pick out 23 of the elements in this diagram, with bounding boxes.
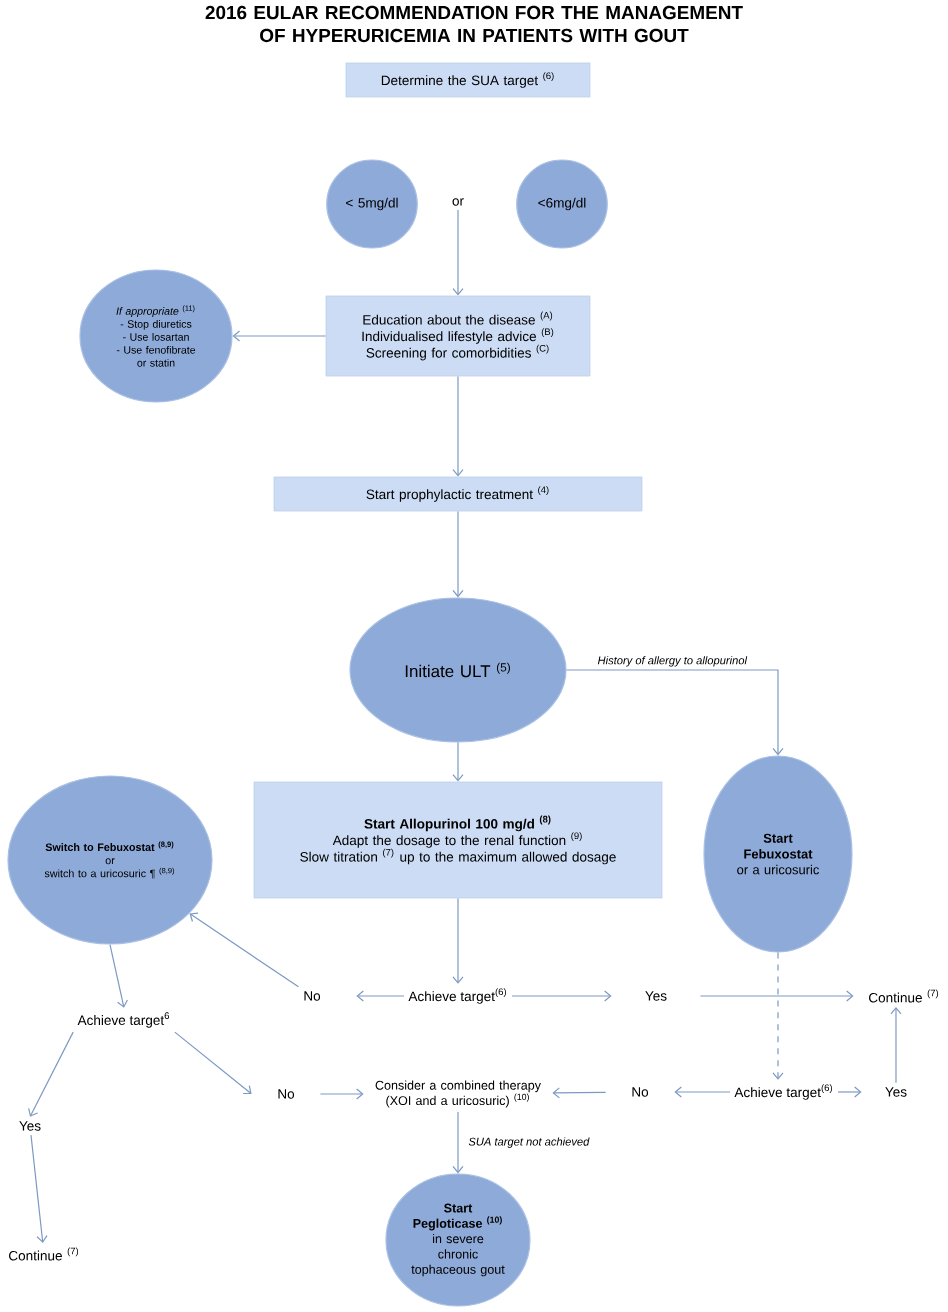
- arrow: [890, 1006, 902, 1084]
- arrow: [28, 1031, 74, 1117]
- arrow: [109, 944, 128, 1008]
- arrow: [452, 510, 464, 598]
- arrow: [452, 742, 464, 782]
- arrow: [837, 1086, 862, 1098]
- arrow: [511, 990, 612, 1002]
- arrow: [174, 1031, 252, 1095]
- arrow: [452, 375, 464, 477]
- arrow: [772, 952, 784, 1080]
- arrow: [674, 1086, 731, 1098]
- title: 2016 EULAR RECOMMENDATION FOR THE MANAGEMENT OF HYPERURICEMIA IN PATIENTS WITH GOUT: [205, 5, 743, 43]
- arrow: [452, 209, 464, 296]
- arrow: [566, 669, 784, 756]
- arrow: [30, 1134, 48, 1244]
- arrow: [699, 990, 854, 1002]
- arrow: [552, 1087, 607, 1099]
- arrow: [232, 330, 327, 342]
- arrow: [452, 897, 464, 984]
- arrow: [452, 1111, 464, 1174]
- arrow: [189, 912, 300, 988]
- arrow: [319, 1088, 364, 1100]
- arrow: [356, 990, 405, 1002]
